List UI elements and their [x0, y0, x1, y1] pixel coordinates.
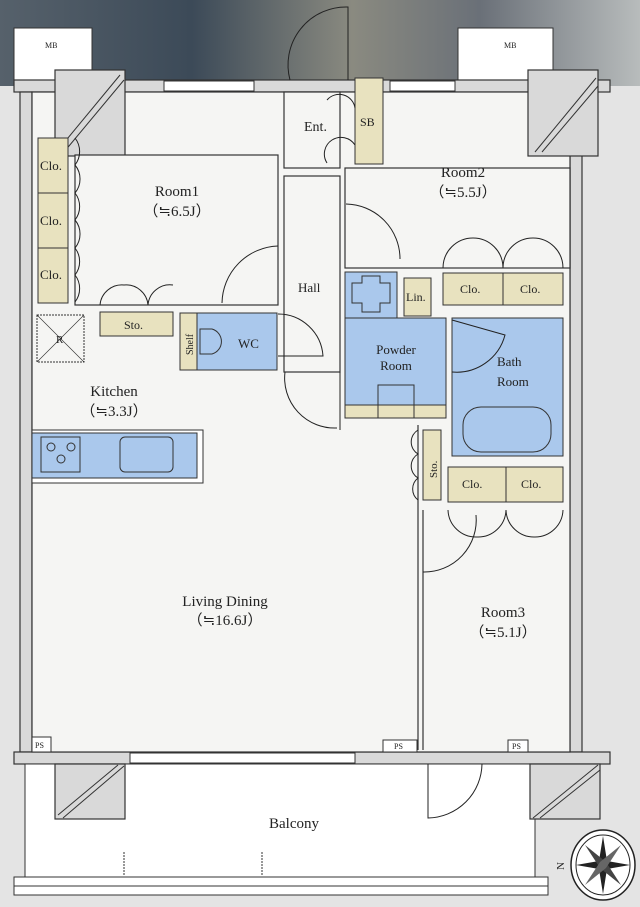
wc	[196, 312, 278, 371]
room2-closet	[502, 272, 564, 306]
closet-label: Clo.	[40, 158, 62, 173]
left-wall	[19, 91, 33, 753]
bathtub-icon	[462, 406, 552, 453]
storage-label: Sto.	[124, 318, 143, 332]
vanity-counter	[344, 404, 447, 419]
entrance-area	[283, 91, 341, 169]
closet-label: Clo.	[462, 477, 482, 491]
washbasin-icon	[377, 384, 415, 419]
room2	[344, 167, 571, 269]
pipe-space: PS	[31, 736, 52, 753]
pipe-space: PS	[382, 739, 418, 753]
closet-label: Clo.	[520, 282, 540, 296]
storage-room1	[99, 311, 174, 337]
wc-door[interactable]	[277, 313, 324, 357]
shoe-box-label: SB	[360, 115, 375, 129]
closet-doors[interactable]	[74, 137, 81, 303]
column-bottom-left	[54, 763, 126, 820]
closet-label: Clo.	[40, 267, 62, 282]
storage-label: Sto.	[428, 460, 440, 478]
closet-label: Clo.	[40, 213, 62, 228]
shelf-label: Shelf	[185, 333, 196, 355]
window	[389, 80, 456, 92]
bath-room	[451, 317, 564, 457]
kitchen-name: Kitchen	[90, 384, 138, 400]
room3-closet	[505, 466, 564, 503]
column-top-right	[527, 69, 599, 157]
storage-doors[interactable]	[410, 429, 419, 501]
room2-closet	[442, 272, 504, 306]
entrance-label: Ent.	[304, 120, 327, 135]
room3-name: Room3	[481, 605, 525, 621]
bath-room-label: Room	[497, 374, 529, 389]
powder-room-label: Room	[380, 358, 412, 373]
window	[163, 80, 255, 92]
living-dining-size: （≒16.6J）	[188, 612, 263, 629]
washing-machine-area	[344, 271, 398, 321]
storage-doors[interactable]	[99, 284, 174, 306]
wc-label: WC	[238, 336, 259, 351]
storage-hall	[422, 429, 442, 501]
balcony-door[interactable]	[427, 763, 483, 819]
kitchen-sink-icon	[119, 436, 174, 473]
hall-label: Hall	[298, 280, 321, 295]
toilet-icon	[199, 328, 222, 355]
shoe-box	[354, 77, 384, 165]
closet-doors[interactable]	[442, 237, 564, 269]
closet-label: Clo.	[460, 282, 480, 296]
linen-label: Lin.	[406, 290, 426, 304]
washer-icon	[351, 275, 391, 313]
stove-icon	[40, 436, 81, 473]
room1	[74, 154, 279, 306]
room1-size: （≒6.5J）	[143, 203, 210, 220]
svg-text:PS: PS	[394, 742, 403, 751]
room2-name: Room2	[441, 165, 485, 181]
svg-text:PS: PS	[512, 742, 521, 751]
refrigerator-label: R	[56, 334, 64, 346]
powder-room	[344, 317, 447, 419]
svg-text:PS: PS	[35, 741, 44, 750]
right-wall	[569, 91, 583, 753]
compass-icon: N	[555, 829, 636, 901]
mb-label: MB	[504, 41, 516, 50]
linen-closet	[403, 277, 432, 317]
bath-door[interactable]	[451, 319, 506, 373]
bath-room-label: Bath	[497, 354, 522, 369]
hall	[283, 175, 341, 373]
powder-room-label: Powder	[376, 342, 416, 357]
room1-door[interactable]	[221, 245, 279, 304]
room3-door[interactable]	[422, 514, 477, 573]
room2-door[interactable]	[345, 203, 401, 260]
pipe-space: PS	[507, 739, 529, 753]
entrance-door[interactable]	[287, 6, 349, 81]
closet-doors[interactable]	[447, 509, 564, 538]
closet-label: Clo.	[521, 477, 541, 491]
living-door[interactable]	[284, 371, 341, 430]
window	[129, 752, 356, 764]
mb-label: MB	[45, 41, 57, 50]
balcony-label: Balcony	[269, 816, 319, 832]
room3-size: （≒5.1J）	[469, 624, 536, 641]
room3-closet	[447, 466, 507, 503]
north-label: N	[555, 862, 567, 870]
kitchen-size: （≒3.3J）	[80, 403, 147, 420]
room2-size: （≒5.5J）	[429, 184, 496, 201]
room1-closets: Clo. Clo. Clo.	[37, 137, 81, 304]
living-dining-name: Living Dining	[182, 594, 268, 610]
room1-name: Room1	[155, 184, 199, 200]
shoe-box-doors[interactable]	[323, 93, 356, 164]
